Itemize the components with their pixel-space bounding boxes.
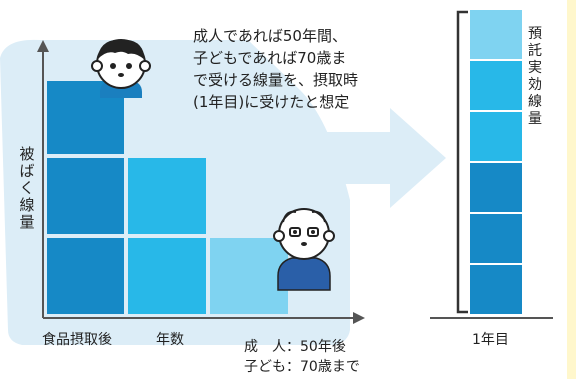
dose-block [45,156,126,236]
x-label-intake: 食品摂取後 [42,332,112,348]
y-axis-label-char: ば [19,162,35,180]
dose-block [126,236,208,316]
stack-label-char: 託 [528,43,542,59]
stack-label-char: 預 [528,26,542,42]
y-axis-label-char: 線 [19,196,35,214]
dose-block [45,236,126,316]
stack-x-label: 1年目 [472,332,509,348]
note-line: (1年目)に受けたと想定 [193,93,350,111]
dose-block [208,236,290,316]
stack-label-char: 量 [528,111,542,127]
stack-block [470,61,522,110]
note-line: 成人であれば50年間、 [193,27,347,45]
note-line: で受ける線量を、摂取時 [193,71,359,89]
stack-block [470,112,522,161]
stack-label: 預 託 実 効 線 量 [526,26,544,128]
y-axis-arrowhead [37,40,49,52]
child-face-icon [91,39,151,98]
side-strip [567,0,576,379]
stack-block [470,10,522,59]
y-axis-label-char: 量 [19,213,35,231]
stack-label-char: 実 [528,60,542,76]
stack-label-char: 効 [528,77,542,93]
dose-block [126,156,208,236]
elderly-face-icon [273,208,335,291]
transfer-arrow [230,108,446,208]
annotation-line: 成 人：50年後 [244,339,346,355]
stack-block [470,163,522,212]
period-annotation: 成 人：50年後 子ども：70歳まで [244,337,360,377]
stack-bracket [456,10,468,314]
stack-block [470,265,522,314]
note-line: 子どもであれば70歳ま [193,49,347,67]
annotation-line: 子ども：70歳まで [244,359,360,375]
stack-label-char: 線 [528,94,542,110]
y-axis-label-char: く [19,179,35,197]
x-label-years: 年数 [156,332,184,348]
assumption-note: 成人であれば50年間、 子どもであれば70歳ま で受ける線量を、摂取時 (1年目… [193,25,423,113]
committed-dose-stack [470,10,522,314]
y-axis-label-char: 被 [19,145,35,163]
x-axis-arrowhead [353,312,365,324]
y-axis-label: 被 ば く 線 量 [18,146,36,231]
stack-block [470,214,522,263]
